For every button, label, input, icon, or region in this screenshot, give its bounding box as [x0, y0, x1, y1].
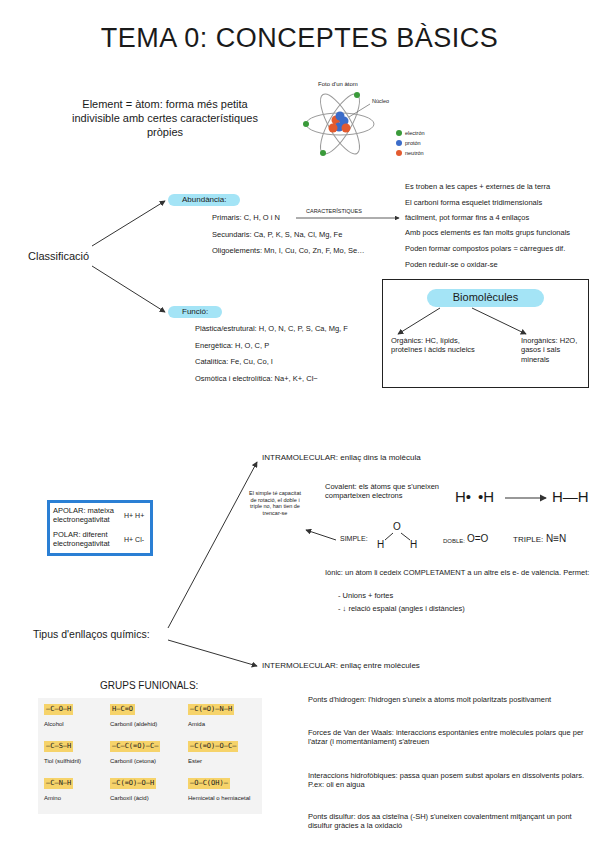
legend-row: neutrón — [396, 148, 424, 157]
formula: H• — [455, 488, 471, 507]
atom-symbol: H — [377, 539, 384, 552]
arrow — [296, 218, 399, 219]
branch-label: Classificació — [28, 250, 89, 264]
pill-text: Funció: — [182, 307, 208, 317]
box-text: APOLAR: mateixa electronegativitat — [53, 506, 125, 525]
group-name: Hemicetal o hemiacetal — [188, 795, 250, 803]
list-item: Oligoelements: Mn, I, Cu, Co, Zn, F, Mo,… — [212, 246, 365, 255]
section-label: INTERMOLECULAR: enllaç entre molècules — [262, 661, 420, 671]
list-item: Secundaris: Ca, P, K, S, Na, Cl, Mg, Fe — [212, 230, 342, 239]
arrow — [472, 308, 526, 334]
pill-text: Biomolècules — [453, 291, 518, 305]
list-item: Plàstica/estrutural: H, O, N, C, P, S, C… — [195, 324, 348, 333]
section-heading: GRUPS FUNIONALS: — [100, 680, 198, 693]
functional-groups-panel: GRUPS FUNIONALS:—C—O—HAlcohol—C—S—HTiol … — [38, 698, 262, 814]
biomolecules-box: BiomolèculesOrgànics: HC, lípids, proteï… — [382, 279, 589, 388]
formula: •H — [478, 488, 494, 507]
pill-text: Abundància: — [182, 195, 226, 205]
group-formula: —C—S—H — [44, 741, 73, 752]
group-formula: —C(=O)—O—C— — [188, 741, 238, 752]
group-formula: —C(=O)—O—H — [110, 778, 156, 789]
arrow — [92, 266, 165, 312]
list-item: Poden reduir-se o oxidar-se — [405, 260, 498, 269]
bond-line — [401, 533, 410, 540]
group-formula: —C—N—H — [44, 778, 73, 789]
leader-label: Núcleo — [372, 98, 389, 105]
group-formula: —O—C(OH)— — [188, 778, 230, 789]
list-item: Osmòtica i electrolítica: Na+, K+, Cl− — [195, 374, 318, 383]
heading-pill: Biomolècules — [427, 289, 544, 307]
formula: H—H — [552, 488, 589, 507]
group-name: Carbonil (aldehid) — [110, 721, 157, 729]
list-item: Energètica: H, O, C, P — [195, 341, 269, 350]
bond-line — [385, 533, 393, 540]
group-formula: —C—O—H — [44, 704, 73, 715]
group-formula: —C—C(=O)—C— — [110, 741, 160, 752]
group-name: Alcohol — [44, 721, 64, 729]
atom-symbol: O — [393, 521, 401, 534]
legend-swatch — [396, 130, 402, 136]
list-item: - ↓ relació espaial (angles i distàncies… — [338, 604, 465, 613]
bond-label: DOBLE: — [443, 538, 465, 546]
definition: Covalent: els àtoms que s'uneixen compar… — [325, 482, 460, 501]
box-text: Orgànics: HC, lípids, proteïnes i àcids … — [391, 336, 491, 355]
side-note: El simple té capacitat de rotació, el do… — [248, 490, 302, 516]
group-name: Ester — [188, 758, 202, 766]
list-item: Amb pocs elements es fan molts grups fun… — [405, 228, 570, 237]
atom-illustration — [303, 89, 374, 159]
box-text: H+ H+ — [124, 512, 144, 521]
box-text: H+ Cl- — [124, 536, 144, 545]
polarity-box: APOLAR: mateixa electronegativitatH+ H+ P… — [47, 500, 153, 556]
list-item: Catalítica: Fe, Cu, Co, I — [195, 357, 273, 366]
group-name: Amida — [188, 721, 205, 729]
group-name: Carbonil (cetona) — [110, 758, 156, 766]
formula: N≡N — [546, 533, 566, 546]
legend-text: neutrón — [405, 150, 424, 156]
box-text: POLAR: diferent electronegativitat — [53, 530, 125, 549]
intro-note: Element = àtom: forma més petita indivis… — [65, 98, 265, 139]
definition: Interaccions hidrofòbiques: passa quan p… — [308, 771, 590, 790]
list-item: fàcilment, pot formar fins a 4 enllaços — [405, 213, 529, 222]
legend-row: protón — [396, 138, 421, 147]
atom-symbol: H — [410, 539, 417, 552]
branch-label: Tipus d'enllaços químics: — [33, 628, 150, 641]
category-pill: Funció: — [168, 306, 222, 318]
group-name: Amino — [44, 795, 61, 803]
group-name: Carboxil (àcid) — [110, 795, 149, 803]
section-label: INTRAMOLECULAR: enllaç dins la molècula — [262, 453, 421, 463]
list-item: Primaris: C, H, O i N — [212, 213, 280, 222]
arrow — [168, 462, 257, 628]
definition: Forces de Van der Waals: interaccions es… — [308, 728, 590, 747]
arrow — [398, 308, 440, 334]
legend-text: electrón — [405, 130, 425, 136]
list-item: - Unions + fortes — [338, 591, 393, 600]
legend-swatch — [396, 150, 402, 156]
bond-label: TRIPLE: — [513, 535, 543, 545]
arrow — [168, 640, 257, 666]
figure-caption: Foto d'un àtom — [318, 81, 358, 89]
list-item: Es troben a les capes + externes de la t… — [405, 182, 550, 191]
group-formula: H—C=O — [110, 704, 135, 715]
bond-label: SIMPLE: — [340, 535, 368, 544]
arrow — [92, 201, 165, 246]
page-title: TEMA 0: CONCEPTES BÀSICS — [0, 22, 599, 56]
definition: Iònic: un àtom li cedeix COMPLETAMENT a … — [325, 568, 593, 577]
list-item: El carboni forma esquelet tridimensional… — [405, 198, 542, 207]
legend-row: electrón — [396, 128, 425, 137]
category-pill: Abundància: — [168, 194, 240, 206]
arrow-label: CARACTERÍSTIQUES — [306, 208, 362, 215]
list-item: Poden formar compostos polars = càrregue… — [405, 244, 565, 253]
formula: O=O — [467, 533, 488, 546]
legend-swatch — [396, 140, 402, 146]
group-formula: —C(=O)—N—H — [188, 704, 234, 715]
legend-text: protón — [405, 140, 421, 146]
group-name: Tiol (sulfhidril) — [44, 758, 81, 766]
reaction-arrow — [505, 497, 546, 498]
box-text: Inorgànics: H2O, gasos i sals minerals — [521, 336, 585, 364]
definition: Ponts disulfur: dos aa cisteïna (-SH) s'… — [308, 812, 590, 831]
definition: Ponts d'hidrogen: l'hidrogen s'uneix a à… — [308, 695, 590, 704]
arrow — [306, 530, 336, 540]
